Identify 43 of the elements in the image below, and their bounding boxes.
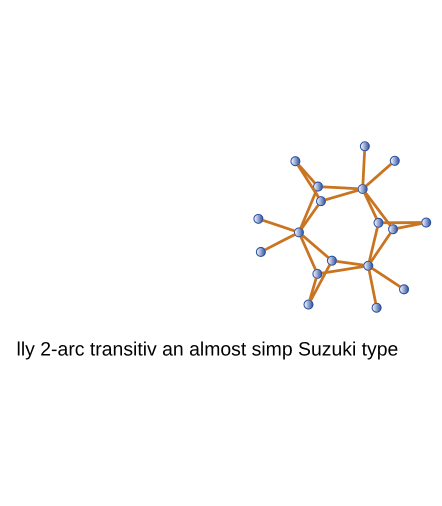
connector <box>322 185 358 190</box>
connector <box>262 219 296 232</box>
connector <box>365 162 392 187</box>
connector <box>364 192 392 226</box>
node-circle <box>290 156 300 166</box>
node-circle <box>316 196 326 206</box>
connector <box>296 164 320 198</box>
node-circle <box>303 300 314 310</box>
connector <box>300 236 317 270</box>
node-circle <box>294 227 304 238</box>
connector <box>362 150 366 184</box>
node-circle <box>421 218 432 228</box>
connector <box>308 278 318 300</box>
node-circle <box>390 156 400 166</box>
connector <box>310 264 332 302</box>
node-circle <box>388 224 398 234</box>
connector <box>383 221 422 224</box>
node-circle <box>312 268 322 279</box>
connector <box>370 232 392 263</box>
node-circle <box>374 218 384 228</box>
connector <box>300 204 320 230</box>
node-circle <box>326 256 337 266</box>
connector <box>363 192 378 220</box>
connector <box>368 226 379 262</box>
node-circle <box>399 284 410 294</box>
connector <box>325 189 358 202</box>
connector <box>299 190 318 229</box>
connector <box>397 222 422 230</box>
node-circle <box>360 141 370 152</box>
node-circle <box>256 246 266 257</box>
connector <box>371 267 401 288</box>
node-circle <box>372 302 382 313</box>
connector <box>264 233 296 252</box>
node-circle <box>313 182 324 192</box>
node-circle <box>253 214 264 224</box>
label: lly 2-arc transitiv an almost simp Suzuki type <box>16 338 398 360</box>
node-circle <box>358 184 368 194</box>
connector <box>298 164 316 184</box>
connector <box>322 265 364 274</box>
connector <box>302 234 330 259</box>
connector <box>368 270 378 304</box>
connector <box>336 260 364 266</box>
node-circle <box>363 260 374 271</box>
